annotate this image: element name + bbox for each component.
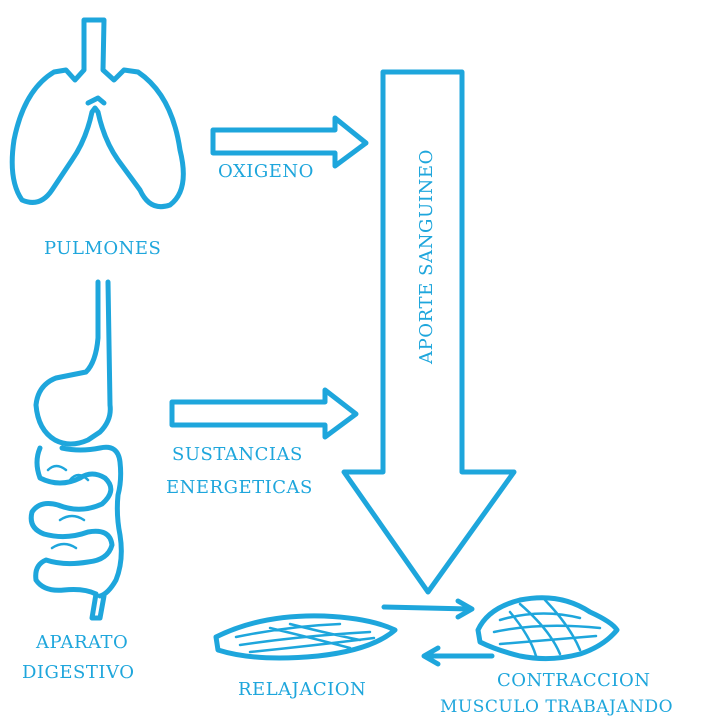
- digestive-system-icon: [31, 282, 121, 618]
- energy-arrow: [172, 390, 356, 437]
- relaxation-label: RELAJACION: [238, 681, 366, 699]
- digestive-label-line2: DIGESTIVO: [22, 664, 134, 682]
- contraction-label-line2: MUSCULO TRABAJANDO: [440, 699, 673, 716]
- contracted-muscle-icon: [478, 598, 617, 659]
- oxygen-label: OXIGENO: [218, 163, 314, 181]
- lungs-icon: [12, 20, 183, 207]
- relaxation-arrow: [424, 648, 492, 664]
- relaxed-muscle-icon: [216, 616, 395, 658]
- blood-supply-label: APORTE SANGUINEO: [418, 184, 436, 364]
- energy-label-line2: ENERGETICAS: [166, 479, 313, 497]
- contraction-arrow: [384, 601, 472, 617]
- lungs-label: PULMONES: [44, 240, 161, 258]
- oxygen-arrow: [213, 118, 366, 166]
- energy-label-line1: SUSTANCIAS: [172, 446, 303, 464]
- contraction-label-line1: CONTRACCION: [497, 672, 651, 690]
- digestive-label-line1: APARATO: [36, 634, 128, 652]
